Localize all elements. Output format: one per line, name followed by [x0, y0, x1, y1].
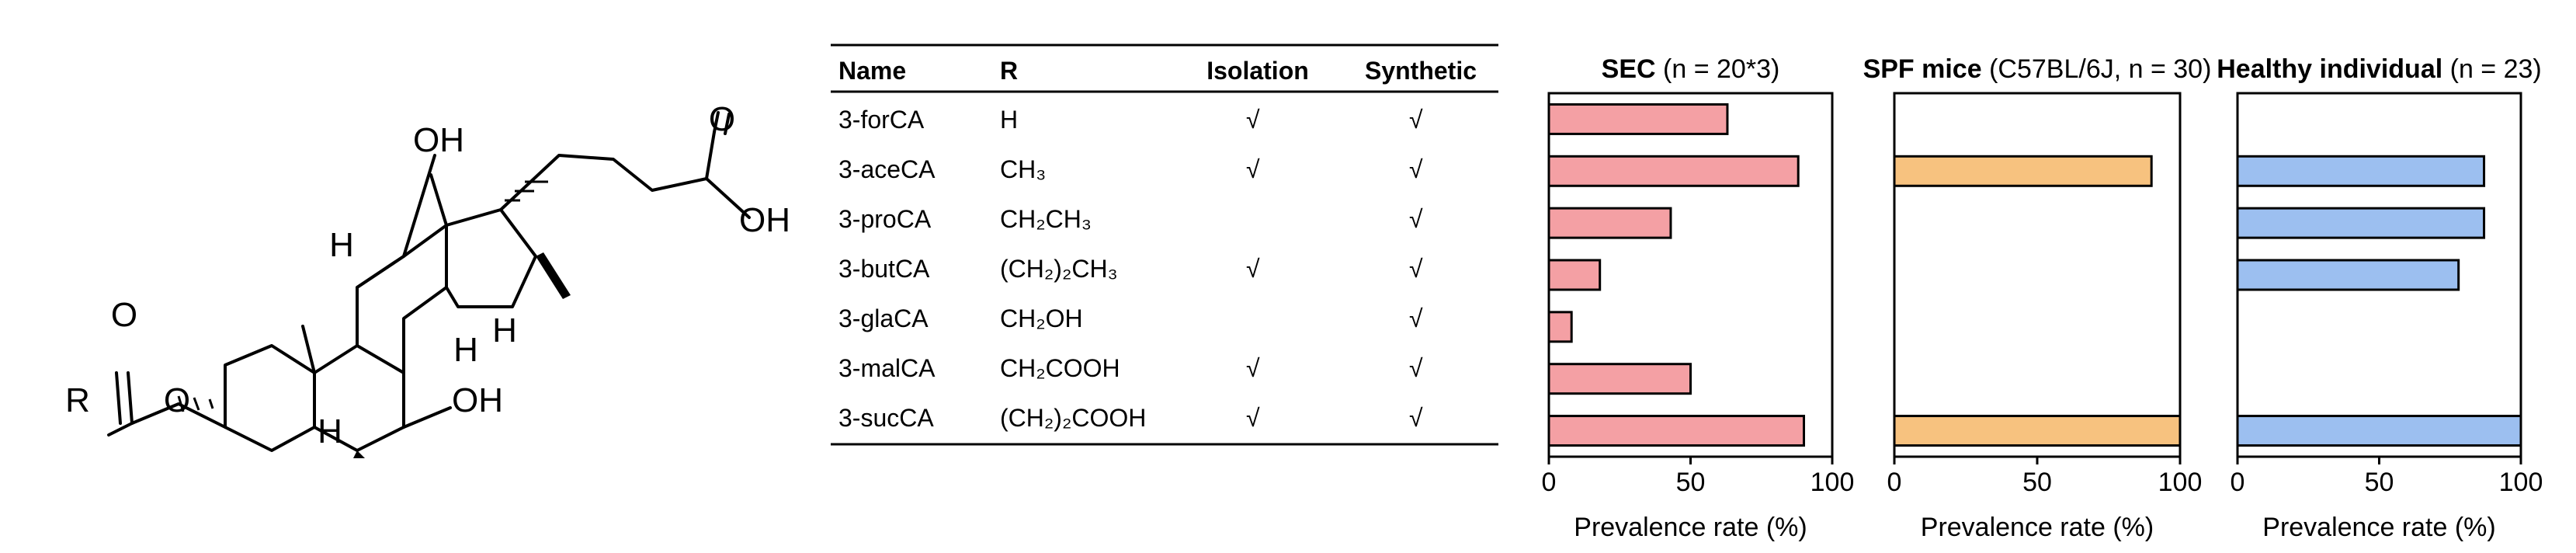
table-cell-isolation: √: [1246, 404, 1260, 432]
table-cell-synthetic: √: [1409, 205, 1423, 233]
table-cell-r: H: [1000, 106, 1018, 134]
chart-title: Healthy individual (n = 23): [2217, 54, 2542, 84]
bar-3-proCA: [2236, 207, 2486, 239]
table-cell-r: CH₃: [1000, 155, 1046, 183]
oh-top-label: OH: [413, 121, 464, 159]
h-label-3: H: [492, 311, 517, 350]
table-cell-synthetic: √: [1409, 155, 1423, 183]
x-tick-label: 100: [2158, 468, 2203, 497]
chart-panel-3: Healthy individual (n = 23) 0 50 100Prevale…: [2217, 54, 2543, 542]
header-synthetic: Synthetic: [1365, 57, 1477, 85]
x-tick-label: 0: [1542, 468, 1557, 497]
x-tick-label: 50: [2022, 468, 2052, 497]
x-axis-label: Prevalence rate (%): [1574, 513, 1807, 542]
bar-3-sucCA: [1547, 415, 1805, 447]
table-cell-name: 3-aceCA: [838, 155, 936, 183]
table-cell-r: (CH₂)₂COOH: [1000, 404, 1146, 432]
table-cell-name: 3-malCA: [838, 354, 936, 382]
table-cell-synthetic: √: [1409, 404, 1423, 432]
bar-3-aceCA: [1893, 155, 2153, 187]
bar-3-glaCA: [1547, 311, 1573, 343]
chart-title-rest: (n = 20*3): [1656, 54, 1780, 84]
bar-3-butCA: [2236, 259, 2460, 291]
x-tick-label: 0: [1887, 468, 1902, 497]
table-cell-name: 3-proCA: [838, 205, 932, 233]
h-label-4: H: [318, 412, 342, 450]
table-cell-synthetic: √: [1409, 354, 1423, 382]
h-label-1: H: [329, 226, 354, 264]
header-isolation: Isolation: [1206, 57, 1309, 85]
bar-3-proCA: [1547, 207, 1672, 239]
chart-panel-2: SPF mice (C57BL/6J, n = 30) 0 50 100Prevale…: [1863, 54, 2212, 542]
table-cell-synthetic: √: [1409, 255, 1423, 283]
chart-title-rest: (n = 23): [2442, 54, 2542, 84]
bar-3-forCA: [1547, 103, 1729, 135]
x-tick-label: 100: [1810, 468, 1855, 497]
x-axis-label: Prevalence rate (%): [1921, 513, 2154, 542]
table-cell-r: CH₂COOH: [1000, 354, 1120, 382]
ester-o-label: O: [111, 296, 137, 334]
table-cell-name: 3-sucCA: [838, 404, 934, 432]
table-cell-name: 3-glaCA: [838, 304, 929, 332]
table-cell-r: (CH₂)₂CH₃: [1000, 255, 1118, 283]
bar-3-aceCA: [2236, 155, 2486, 187]
chart-title: SEC (n = 20*3): [1602, 54, 1780, 84]
x-tick-label: 100: [2499, 468, 2543, 497]
chart-title-bold: SPF mice: [1863, 54, 1982, 84]
table-cell-synthetic: √: [1409, 106, 1423, 134]
bar-3-sucCA: [2236, 415, 2522, 447]
chart-title-bold: SEC: [1602, 54, 1656, 84]
x-tick-label: 50: [1676, 468, 1706, 497]
x-tick-label: 0: [2231, 468, 2245, 497]
h-label-2: H: [453, 331, 478, 369]
chart-title-bold: Healthy individual: [2217, 54, 2442, 84]
header-name: Name: [838, 57, 906, 85]
table-cell-isolation: √: [1246, 354, 1260, 382]
oh-bottom-label: OH: [452, 381, 503, 419]
table-cell-synthetic: √: [1409, 304, 1423, 332]
ether-o-label: O: [164, 381, 190, 419]
acid-oh-label: OH: [739, 201, 790, 239]
r-label: R: [65, 381, 90, 419]
x-axis-label: Prevalence rate (%): [2262, 513, 2495, 542]
table-cell-r: CH₂CH₃: [1000, 205, 1092, 233]
plot-frame: [1893, 92, 2182, 458]
bar-3-malCA: [1547, 363, 1692, 395]
ketone-o-label: O: [709, 100, 735, 138]
x-tick-label: 50: [2365, 468, 2394, 497]
bar-3-butCA: [1547, 259, 1602, 291]
bar-3-sucCA: [1893, 415, 2182, 447]
table-cell-isolation: √: [1246, 255, 1260, 283]
chemical-structure: OH O OH O R O OH H H H H: [65, 100, 790, 458]
chart-title-rest: (C57BL/6J, n = 30): [1982, 54, 2212, 84]
chart-title: SPF mice (C57BL/6J, n = 30): [1863, 54, 2212, 84]
header-r: R: [1000, 57, 1018, 85]
table-cell-isolation: √: [1246, 106, 1260, 134]
table-cell-isolation: √: [1246, 155, 1260, 183]
bar-3-aceCA: [1547, 155, 1800, 187]
table-cell-r: CH₂OH: [1000, 304, 1083, 332]
table-cell-name: 3-forCA: [838, 106, 925, 134]
compound-table: Name R Isolation Synthetic 3-forCA H √ √ 3-a…: [831, 43, 1498, 446]
table-cell-name: 3-butCA: [838, 255, 930, 283]
